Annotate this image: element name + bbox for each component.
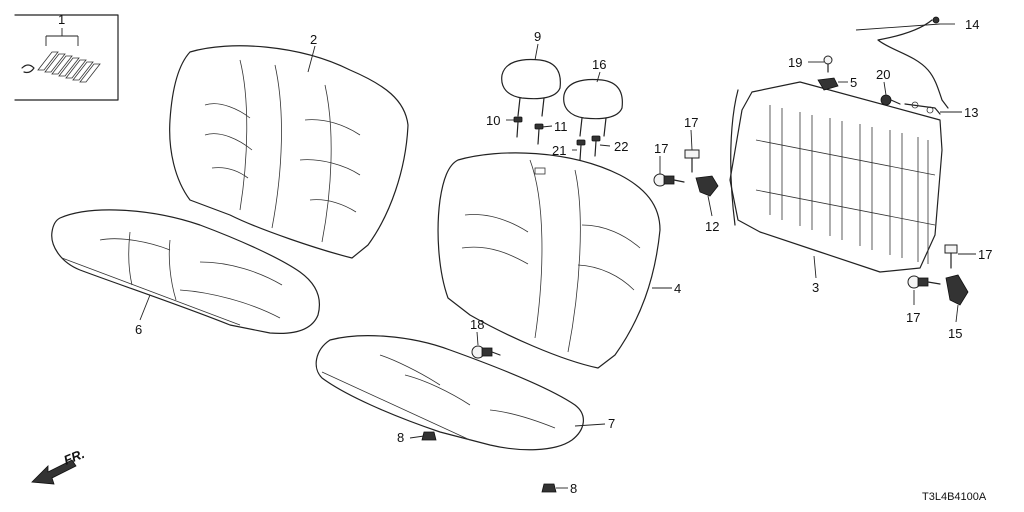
bolt-17-upper-left (653, 173, 685, 187)
callout-14: 14 (965, 17, 979, 32)
part-2-seat-back-cover (169, 45, 409, 259)
callout-8-lower: 8 (570, 481, 577, 496)
callout-18: 18 (470, 317, 484, 332)
callout-1: 1 (58, 12, 65, 27)
bolt-20 (880, 94, 901, 106)
callout-4: 4 (674, 281, 681, 296)
part-15-hinge (945, 274, 969, 306)
part-6-seat-cushion-cover (51, 209, 321, 335)
part-9-headrest (501, 58, 561, 117)
leader-lines (139, 23, 976, 489)
callout-7: 7 (608, 416, 615, 431)
front-arrow-icon (31, 459, 77, 485)
part-5-clip (817, 77, 839, 91)
callout-17-c: 17 (978, 247, 992, 262)
callout-16: 16 (592, 57, 606, 72)
part-1-clip-set (14, 14, 119, 101)
front-indicator-label: FR. (62, 446, 87, 468)
bolt-17-upper-right (684, 149, 700, 173)
callout-19: 19 (788, 55, 802, 70)
callout-21: 21 (552, 143, 566, 158)
part-4-seat-back-pad (437, 152, 661, 369)
callout-3: 3 (812, 280, 819, 295)
callout-10: 10 (486, 113, 500, 128)
part-3-seat-back-frame (729, 81, 943, 273)
callout-8-upper: 8 (397, 430, 404, 445)
callout-20: 20 (876, 67, 890, 82)
callout-12: 12 (705, 219, 719, 234)
callout-5: 5 (850, 75, 857, 90)
callout-22: 22 (614, 139, 628, 154)
part-7-seat-cushion-pad (315, 335, 584, 451)
callout-17-d: 17 (906, 310, 920, 325)
diagram-code: T3L4B4100A (922, 491, 987, 503)
nut-8-upper (421, 431, 437, 441)
nut-8-lower (541, 483, 557, 493)
callout-17-b: 17 (654, 141, 668, 156)
callout-2: 2 (310, 32, 317, 47)
callout-6: 6 (135, 322, 142, 337)
callout-13: 13 (964, 105, 978, 120)
part-12-hinge (695, 175, 719, 197)
callout-17-a: 17 (684, 115, 698, 130)
part-16-headrest (563, 78, 623, 137)
bolt-17-lower-left (907, 275, 941, 289)
screw-19 (823, 55, 833, 73)
callout-9: 9 (534, 29, 541, 44)
bolt-18 (471, 345, 501, 359)
screws-10-11-21-22 (513, 116, 601, 161)
bolt-17-lower-upper (944, 244, 958, 269)
front-indicator: FR. (31, 446, 87, 485)
part-13-striker (904, 101, 941, 115)
part-14-release-cable (877, 16, 949, 109)
callout-numbers: 1 2 3 4 5 6 7 8 8 9 10 11 12 13 14 15 16… (58, 12, 992, 496)
callout-11: 11 (554, 119, 568, 134)
callout-15: 15 (948, 326, 962, 341)
